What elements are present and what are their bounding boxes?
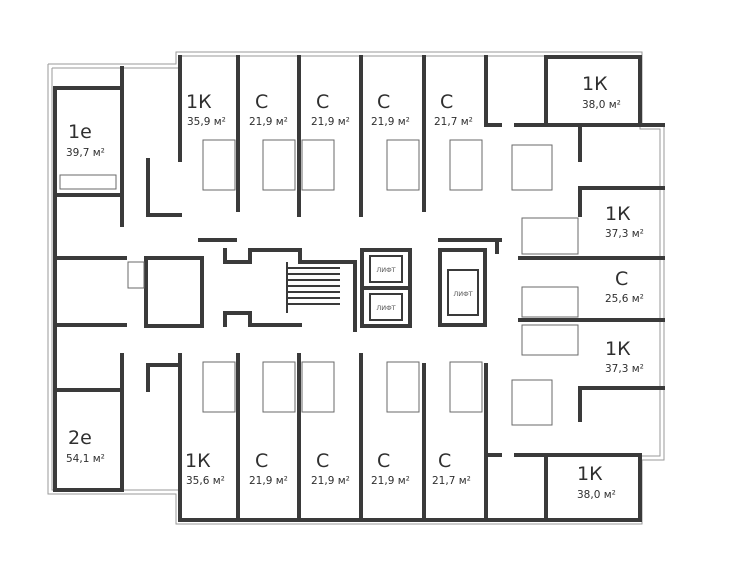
- unit-area: 35,6 м²: [186, 475, 225, 487]
- unit-area: 21,9 м²: [311, 475, 350, 487]
- unit-type: 1К: [605, 203, 631, 225]
- unit-labels: 1е 39,7 м² 2е 54,1 м² 1К 35,9 м² С 21,9 …: [66, 73, 644, 501]
- unit-type: 1К: [577, 463, 603, 485]
- unit-area: 21,9 м²: [371, 116, 410, 128]
- unit-type: С: [255, 91, 268, 113]
- unit-area: 21,7 м²: [434, 116, 473, 128]
- unit-type: С: [377, 91, 390, 113]
- lift-label: ЛИФТ: [376, 304, 395, 312]
- unit-area: 54,1 м²: [66, 453, 105, 465]
- unit-type: 1К: [186, 91, 212, 113]
- unit-area: 35,9 м²: [187, 116, 226, 128]
- unit-type: 1е: [68, 121, 92, 143]
- unit-area: 25,6 м²: [605, 293, 644, 305]
- unit-area: 38,0 м²: [577, 489, 616, 501]
- unit-type: С: [440, 91, 453, 113]
- unit-type: С: [615, 268, 628, 290]
- unit-area: 21,9 м²: [249, 116, 288, 128]
- unit-type: С: [377, 450, 390, 472]
- unit-area: 21,9 м²: [371, 475, 410, 487]
- lift-label: ЛИФТ: [376, 266, 395, 274]
- unit-type: 1К: [582, 73, 608, 95]
- unit-type: С: [255, 450, 268, 472]
- unit-type: С: [438, 450, 451, 472]
- walls: [53, 55, 665, 522]
- lift-label: ЛИФТ: [453, 290, 472, 298]
- unit-type: 1К: [605, 338, 631, 360]
- unit-area: 21,9 м²: [311, 116, 350, 128]
- unit-type: С: [316, 91, 329, 113]
- unit-area: 38,0 м²: [582, 99, 621, 111]
- unit-area: 39,7 м²: [66, 147, 105, 159]
- unit-type: С: [316, 450, 329, 472]
- bathroom-fixtures: [59, 139, 579, 426]
- unit-area: 37,3 м²: [605, 363, 644, 375]
- unit-type: 2е: [68, 427, 92, 449]
- unit-area: 37,3 м²: [605, 228, 644, 240]
- unit-area: 21,7 м²: [432, 475, 471, 487]
- unit-area: 21,9 м²: [249, 475, 288, 487]
- unit-type: 1К: [185, 450, 211, 472]
